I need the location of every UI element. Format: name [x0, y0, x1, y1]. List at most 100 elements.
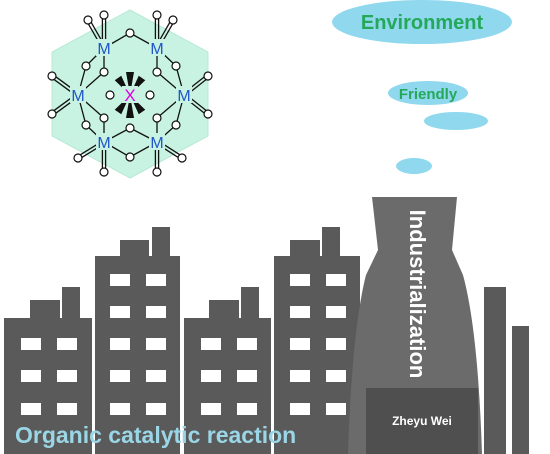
molecule-atoms: M M M M M M X: [47, 10, 213, 177]
building-4-window: [326, 274, 346, 286]
building-2-window: [110, 338, 130, 350]
metal-atom-bg: [149, 39, 165, 56]
oxygen-atom: [203, 71, 213, 81]
building-4-chimney: [322, 227, 340, 258]
building-4-window: [290, 403, 310, 415]
city-skyline: [4, 227, 529, 454]
oxygen-atom: [81, 61, 91, 71]
cloud-small-2: [396, 158, 432, 174]
building-2-window: [146, 274, 166, 286]
building-windows: [21, 274, 346, 415]
metal-atom: M: [150, 41, 163, 58]
metal-atom: M: [71, 88, 84, 105]
building-4-top: [290, 240, 320, 258]
oxygen-atom: [99, 167, 109, 177]
oxygen-atom: [171, 61, 181, 71]
building-1-window: [57, 370, 77, 382]
building-4-window: [326, 403, 346, 415]
tower-base-label: Zheyu Wei: [392, 414, 452, 428]
building-3-top: [209, 300, 239, 320]
building-2: [95, 256, 180, 454]
metal-atom-bg: [96, 39, 112, 56]
building-3-window: [237, 338, 257, 350]
molecule-wedge-bond: [126, 95, 134, 118]
oxygen-atom: [47, 71, 57, 81]
metal-atom: M: [97, 135, 110, 152]
building-2-top: [120, 240, 149, 258]
tower-base: [366, 388, 478, 454]
building-1: [4, 318, 92, 454]
cloud-environment: [332, 0, 512, 44]
building-3-window: [201, 403, 221, 415]
building-4-window: [290, 338, 310, 350]
metal-atom: M: [177, 88, 190, 105]
oxygen-atom: [99, 67, 109, 77]
building-2-window: [146, 370, 166, 382]
building-4-window: [290, 306, 310, 318]
building-4: [274, 256, 360, 454]
ground-label: Organic catalytic reaction: [15, 422, 296, 448]
building-2-window: [146, 403, 166, 415]
oxygen-atom: [145, 90, 155, 100]
oxygen-atom: [105, 90, 115, 100]
oxygen-atom: [125, 28, 135, 38]
molecule-icon: M M M M M M X: [47, 9, 213, 179]
building-2-window: [110, 370, 130, 382]
building-3-window: [237, 370, 257, 382]
building-4-window: [290, 274, 310, 286]
oxygen-atom: [99, 113, 109, 123]
tower-label: Industrialization: [405, 210, 430, 379]
oxygen-atom: [99, 10, 109, 20]
building-3-window: [237, 403, 257, 415]
building-2-window: [110, 306, 130, 318]
cooling-tower: [348, 197, 482, 454]
building-2-chimney: [152, 227, 170, 258]
building-1-window: [21, 403, 41, 415]
metal-atom-bg: [96, 133, 112, 150]
cloud-friendly: [388, 81, 468, 105]
oxygen-atom: [177, 153, 187, 163]
metal-atom: M: [97, 41, 110, 58]
center-atom-bg: [122, 86, 138, 103]
pillar-1: [484, 287, 506, 454]
metal-atom-bg: [176, 86, 192, 103]
oxygen-atom: [171, 120, 181, 130]
building-1-window: [21, 338, 41, 350]
building-2-window: [110, 274, 130, 286]
building-1-window: [57, 338, 77, 350]
oxygen-atom: [125, 152, 135, 162]
pillar-2: [512, 326, 529, 454]
building-4-window: [326, 370, 346, 382]
metal-atom-bg: [70, 86, 86, 103]
oxygen-atom: [47, 109, 57, 119]
building-4-window: [326, 338, 346, 350]
oxygen-atom: [73, 153, 83, 163]
molecule-wedge-bond: [126, 72, 134, 95]
building-4-window: [290, 370, 310, 382]
oxygen-atom: [152, 167, 162, 177]
oxygen-atom: [152, 10, 162, 20]
building-2-window: [110, 403, 130, 415]
cloud-small-1: [424, 112, 488, 130]
building-3-window: [201, 370, 221, 382]
oxygen-atom: [125, 123, 135, 133]
building-1-chimney: [62, 287, 80, 320]
building-1-window: [21, 370, 41, 382]
cloud-environment-label: Environment: [361, 12, 484, 34]
metal-atom: M: [150, 135, 163, 152]
center-atom: X: [124, 86, 135, 105]
oxygen-atom: [152, 67, 162, 77]
oxygen-atom: [83, 15, 93, 25]
cloud-friendly-label: Friendly: [399, 86, 458, 103]
building-1-window: [57, 403, 77, 415]
building-2-window: [146, 338, 166, 350]
metal-atom-bg: [149, 133, 165, 150]
building-4-window: [326, 306, 346, 318]
building-2-window: [146, 306, 166, 318]
building-1-top: [30, 300, 60, 320]
oxygen-atom: [168, 15, 178, 25]
oxygen-atom: [203, 109, 213, 119]
oxygen-atom: [152, 113, 162, 123]
